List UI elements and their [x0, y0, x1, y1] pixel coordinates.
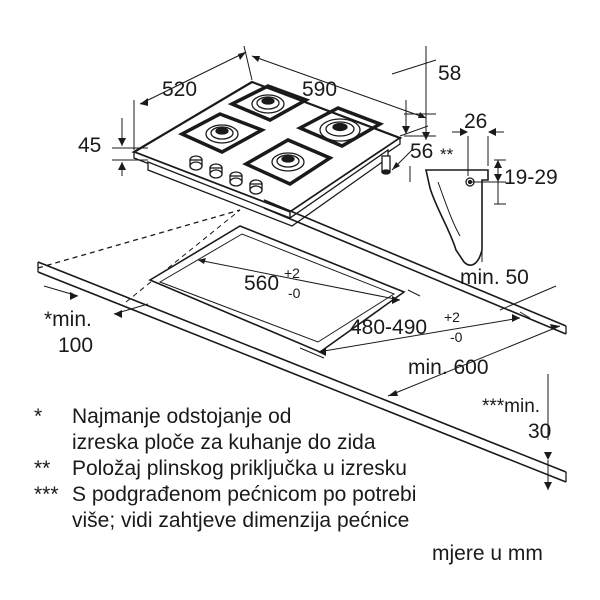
- dim-min-50: min. 50: [460, 266, 529, 289]
- hob-drawing: [131, 80, 403, 227]
- legend-text: više; vidi zahtjeve dimenzija pećnice: [72, 509, 410, 532]
- dimension-labels: 520 590 58 45 56 26 ** 19-29 min. 50 560…: [44, 62, 558, 443]
- legend-row: više; vidi zahtjeve dimenzija pećnice: [34, 508, 574, 534]
- cutout: [148, 225, 406, 353]
- dim-min-100-value: 100: [58, 334, 93, 357]
- burner-grid-back-right: [295, 106, 385, 148]
- dim-min-30-value: 30: [528, 420, 551, 443]
- legend-symbol: **: [34, 457, 51, 480]
- dim-58: 58: [438, 62, 461, 85]
- hob-right-edge: [289, 136, 401, 220]
- dim-depth: 590: [302, 78, 337, 101]
- burner-front-left: [205, 124, 239, 144]
- worktop: [37, 199, 567, 483]
- dim-cutout-width: 560: [244, 272, 279, 295]
- dim-cutout-depth-tol-up: +2: [444, 309, 460, 325]
- burner-grid-back-left: [227, 84, 311, 122]
- dim-45: 45: [78, 134, 101, 157]
- legend-symbol: *: [34, 405, 43, 428]
- units-note: mjere u mm: [432, 542, 543, 565]
- legend-symbol: [34, 430, 72, 456]
- dim-26: 26: [464, 110, 487, 133]
- burner-grid-front-left: [178, 112, 267, 154]
- dim-min-30-label: ***min.: [482, 396, 540, 417]
- legend-text: Najmanje odstojanje od: [72, 405, 292, 428]
- cutout-arrowheads: [70, 258, 560, 490]
- connector-arrowheads: [460, 128, 502, 182]
- dim-cutout-depth-tol-down: -0: [450, 329, 463, 345]
- hob-arrowheads: [118, 52, 430, 170]
- legend-text: S podgrađenom pećnicom po potrebi: [72, 483, 417, 506]
- dim-cutout-width-tol-up: +2: [284, 265, 300, 281]
- dim-gas-position-marker: **: [440, 145, 454, 164]
- legend-row: izreska ploče za kuhanje do zida: [34, 430, 574, 456]
- legend-row: *** S podgrađenom pećnicom po potrebi: [34, 482, 574, 508]
- burner-back-right: [319, 118, 361, 142]
- legend-symbol: ***: [34, 483, 59, 506]
- legend-row: * Najmanje odstojanje od: [34, 404, 574, 430]
- burner-front-right: [271, 152, 305, 172]
- cutout-dimension-lines: [43, 259, 561, 490]
- connector-profile: [425, 131, 506, 266]
- gas-connector: [381, 155, 391, 175]
- dim-56: 56: [410, 140, 433, 163]
- control-knobs: [189, 155, 263, 195]
- dim-width: 520: [162, 78, 197, 101]
- legend-text: izreska ploče za kuhanje do zida: [72, 431, 376, 454]
- dim-min-600: min. 600: [408, 356, 489, 379]
- burner-grid-front-right: [242, 138, 334, 186]
- burner-back-left: [251, 94, 285, 114]
- legend-text: Položaj plinskog priključka u izresku: [72, 457, 407, 480]
- hob-dimension-lines: [112, 45, 437, 182]
- footnote-legend: * Najmanje odstojanje od izreska ploče z…: [34, 404, 574, 534]
- legend-row: ** Položaj plinskog priključka u izresku: [34, 456, 574, 482]
- dim-cutout-depth: 480-490: [350, 316, 427, 339]
- dim-min-100-label: *min.: [44, 308, 92, 331]
- dim-19-29: 19-29: [504, 166, 558, 189]
- dim-cutout-width-tol-down: -0: [288, 285, 301, 301]
- legend-symbol: [34, 508, 72, 534]
